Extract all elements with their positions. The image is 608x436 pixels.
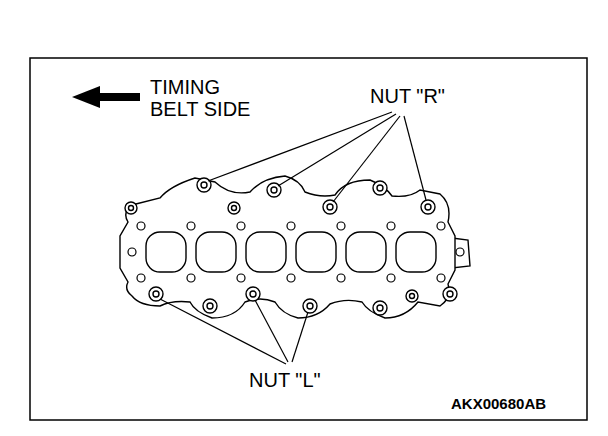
figure-code: AKX00680AB bbox=[451, 396, 583, 412]
nut bbox=[125, 178, 457, 315]
part-label: NUT "L" bbox=[249, 370, 359, 392]
direction-label: TIMING BELT SIDE bbox=[150, 77, 268, 120]
frame bbox=[30, 58, 587, 420]
part-label: NUT "R" bbox=[370, 86, 480, 108]
bolt-hole bbox=[128, 222, 464, 282]
leader-line bbox=[160, 112, 426, 364]
intake-manifold bbox=[120, 176, 470, 318]
direction-arrow bbox=[72, 86, 140, 108]
port bbox=[146, 232, 436, 272]
